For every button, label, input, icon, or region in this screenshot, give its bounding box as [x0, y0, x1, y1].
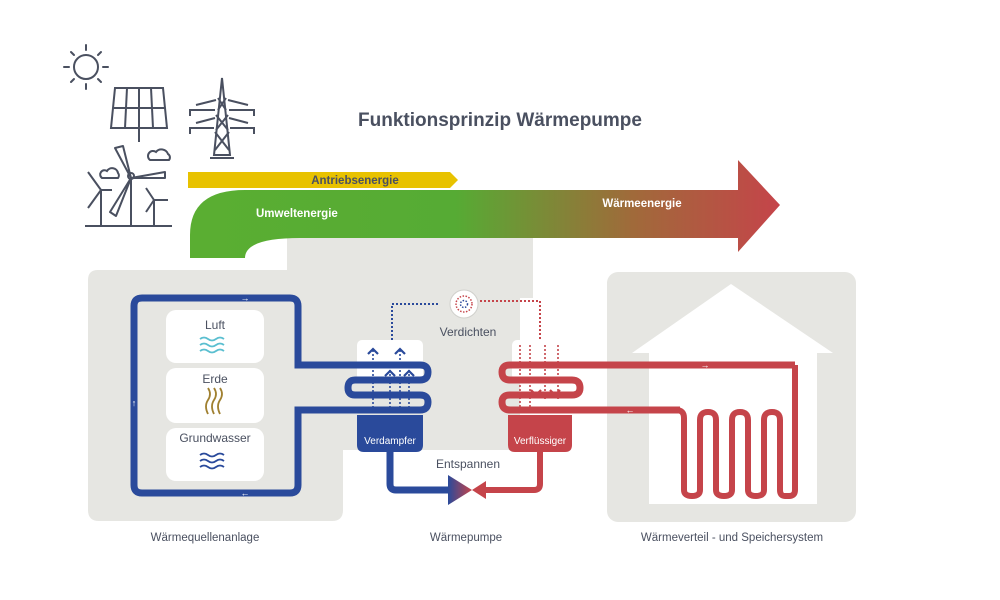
flow-arrow-icon: →	[701, 360, 710, 370]
condenser-body	[508, 415, 572, 452]
sun-icon	[63, 44, 109, 90]
condenser-coil	[498, 361, 795, 414]
wind-turbines-icon	[85, 145, 172, 227]
source-card-air	[166, 310, 264, 363]
section-label-source: Wärmequellenanlage	[151, 532, 260, 544]
cloud-icon	[99, 148, 171, 179]
flow-arrow-icon: →	[241, 293, 250, 303]
flow-arrow-icon: ↑	[132, 398, 137, 408]
discharge-line	[480, 300, 541, 340]
source-loop-pipe	[130, 294, 380, 497]
source-label: Luft	[205, 318, 226, 332]
suction-line	[391, 303, 440, 340]
diagram-title: Funktionsprinzip Wärmepumpe	[358, 110, 642, 131]
source-label: Erde	[202, 372, 228, 386]
section-label-pump: Wärmepumpe	[430, 532, 502, 544]
flow-arrow-icon: ←	[626, 405, 635, 415]
compressor-icon	[449, 289, 479, 319]
evaporator-coil	[300, 361, 432, 414]
expand-label: Entspannen	[436, 457, 500, 471]
heat-energy-label: Wärmeenergie	[602, 198, 681, 210]
ground-heat-icon	[205, 387, 223, 415]
evaporator-label: Verdampfer	[364, 436, 416, 447]
expansion-line-cold	[386, 452, 450, 494]
drive-energy-band	[188, 172, 458, 188]
power-pylon-icon	[189, 77, 255, 159]
source-card-groundwater	[166, 428, 264, 481]
ambient-energy-label: Umweltenergie	[256, 208, 338, 220]
evaporator-body	[357, 415, 423, 452]
energy-flow-arrow	[190, 160, 780, 258]
drive-energy-label: Antriebsenergie	[311, 175, 399, 187]
water-waves-icon	[199, 452, 225, 470]
source-label: Grundwasser	[179, 431, 250, 445]
air-waves-icon	[199, 336, 225, 354]
floor-heating-pipe	[580, 365, 798, 499]
heat-source-panel	[88, 238, 533, 521]
compress-label: Verdichten	[440, 325, 497, 339]
condenser-top	[512, 340, 568, 380]
expansion-valve-icon	[448, 475, 472, 505]
section-label-distribution: Wärmeverteil - und Speichersystem	[641, 532, 823, 544]
expansion-line-hot	[480, 452, 543, 493]
solar-panel-icon	[109, 87, 169, 142]
heat-source-list: Luft Erde Grundwasser	[166, 310, 264, 481]
flow-arrow-icon: ←	[241, 488, 250, 498]
condenser-label: Verflüssiger	[514, 436, 567, 447]
